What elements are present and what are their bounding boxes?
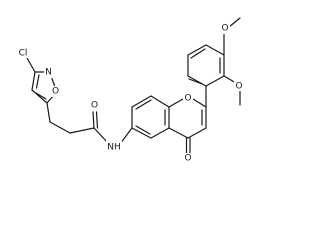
bond-ch2b-co	[69, 127, 95, 134]
bond-c3-c4	[31, 71, 36, 91]
bond-c5-c6	[131, 127, 152, 139]
bond-c4-c5	[31, 89, 48, 104]
atom-amide-oxygen: O	[91, 101, 98, 111]
bond-ar1-ar2	[187, 75, 207, 87]
atom-methoxy-oxygen-bottom: O	[235, 82, 242, 92]
bond-c7-c8	[131, 95, 152, 108]
bond-ar3-ar4	[187, 44, 207, 56]
bond-c7-c8-double	[135, 99, 152, 110]
bond-layer	[26, 17, 241, 154]
atom-isoxazole-nitrogen: N	[45, 68, 52, 78]
molecule-structure-diagram: Cl N O O NH O O O O	[15, 17, 244, 164]
bond-cl-c3	[26, 57, 36, 73]
bond-co-o	[92, 111, 95, 129]
atom-ketone-oxygen: O	[184, 154, 191, 164]
atom-methoxy-oxygen-top: O	[221, 24, 228, 34]
bond-c5-ch2a	[46, 102, 51, 123]
atom-isoxazole-oxygen: O	[52, 87, 59, 97]
bond-o-top-me	[228, 17, 241, 28]
bond-c3-c4-double	[35, 74, 40, 89]
atom-chlorine: Cl	[19, 49, 28, 59]
bond-co-o-double	[95, 111, 99, 129]
bond-c4a-c5	[150, 127, 170, 139]
bond-ar4-ar5	[205, 44, 225, 56]
bond-ar6-ar1	[205, 75, 225, 87]
bond-ar1-ar2-double	[188, 78, 203, 85]
bond-ar3-ar4-double	[190, 48, 206, 59]
bond-o1-c2	[192, 98, 207, 108]
atom-label-layer: Cl N O O NH O O O O	[15, 23, 244, 164]
bond-c8-c8a	[150, 95, 170, 108]
bond-c4-c4a	[168, 127, 189, 139]
bond-c4-c5-double	[35, 92, 47, 100]
bond-c3-c4	[187, 127, 207, 139]
bond-c5-c6-double	[135, 125, 151, 135]
atom-pyran-oxygen: O	[184, 94, 191, 104]
bond-ch2a-ch2b	[49, 121, 71, 134]
bond-c8a-o1	[168, 98, 184, 108]
atom-amide-nitrogen: NH	[107, 143, 121, 153]
